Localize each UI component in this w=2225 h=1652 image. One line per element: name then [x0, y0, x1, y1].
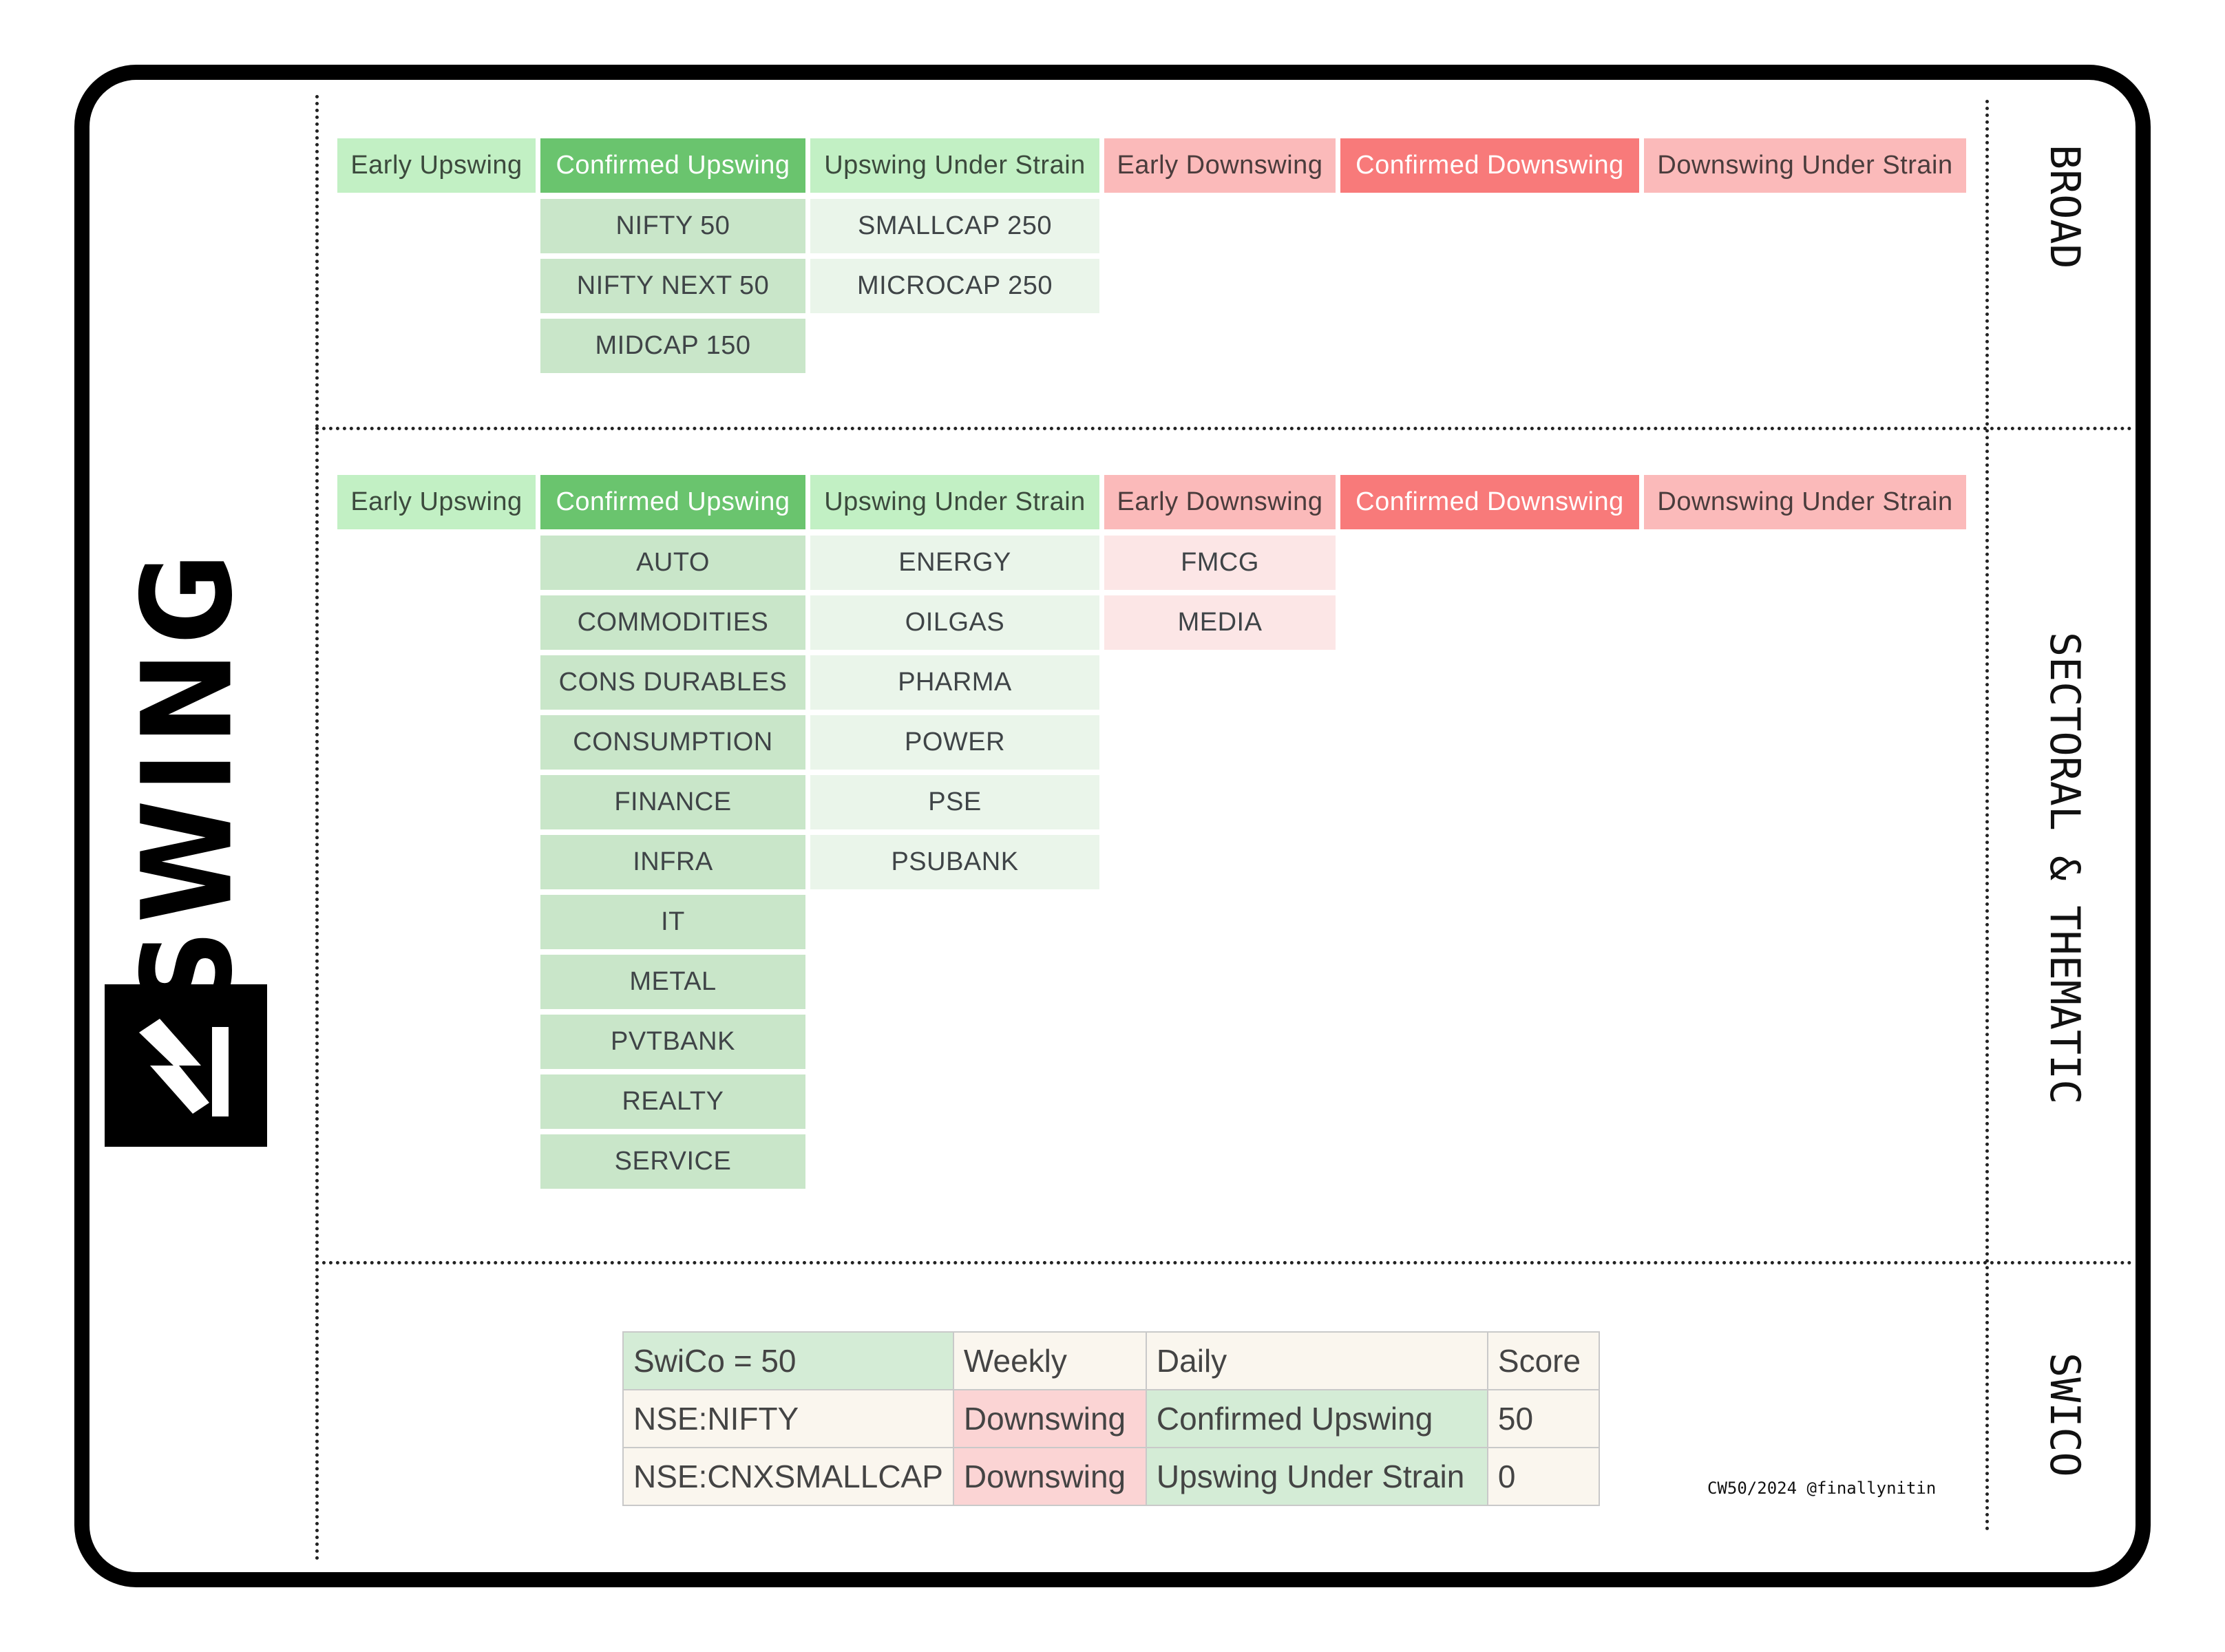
- broad-header-downswing-under-strain: Downswing Under Strain: [1644, 138, 1966, 193]
- table-cell: NSE:NIFTY: [622, 1389, 954, 1448]
- table-header-row: SwiCo = 50 Weekly Daily Score: [622, 1331, 1600, 1390]
- sectoral-cu-item: METAL: [540, 955, 805, 1009]
- table-row: NSE:NIFTY Downswing Confirmed Upswing 50: [622, 1389, 1600, 1448]
- sectoral-header-upswing-under-strain: Upswing Under Strain: [810, 475, 1099, 529]
- sectoral-cu-item: FINANCE: [540, 775, 805, 829]
- brand-title: SWING: [116, 546, 260, 1010]
- broad-cu-item: MIDCAP 150: [540, 319, 805, 373]
- broad-header-confirmed-downswing: Confirmed Downswing: [1340, 138, 1639, 193]
- sectoral-ed-item: FMCG: [1104, 536, 1336, 590]
- sectoral-us-item: PSUBANK: [810, 835, 1099, 889]
- table-cell: 50: [1486, 1389, 1600, 1448]
- section-label-broad: BROAD: [2041, 145, 2089, 269]
- section-label-swico: SWICO: [2041, 1353, 2089, 1477]
- sectoral-ed-item: MEDIA: [1104, 595, 1336, 650]
- table-cell: Upswing Under Strain: [1145, 1447, 1488, 1506]
- broad-divider: [315, 427, 2133, 430]
- broad-header-early-upswing: Early Upswing: [337, 138, 536, 193]
- sectoral-us-item: POWER: [810, 715, 1099, 770]
- broad-header-confirmed-upswing: Confirmed Upswing: [540, 138, 805, 193]
- broad-header-early-downswing: Early Downswing: [1104, 138, 1336, 193]
- sectoral-header-early-downswing: Early Downswing: [1104, 475, 1336, 529]
- sectoral-cu-item: COMMODITIES: [540, 595, 805, 650]
- table-cell: Downswing: [952, 1389, 1147, 1448]
- broad-header-upswing-under-strain: Upswing Under Strain: [810, 138, 1099, 193]
- sectoral-header-downswing-under-strain: Downswing Under Strain: [1644, 475, 1966, 529]
- sectoral-cu-item: CONS DURABLES: [540, 655, 805, 710]
- broad-us-item: SMALLCAP 250: [810, 199, 1099, 253]
- broad-cu-item: NIFTY NEXT 50: [540, 259, 805, 313]
- swico-table: SwiCo = 50 Weekly Daily Score NSE:NIFTY …: [622, 1331, 1600, 1506]
- brand-logo-icon: [105, 984, 267, 1147]
- broad-us-item: MICROCAP 250: [810, 259, 1099, 313]
- table-row: NSE:CNXSMALLCAP Downswing Upswing Under …: [622, 1447, 1600, 1506]
- sectoral-cu-item: SERVICE: [540, 1134, 805, 1189]
- sectoral-cu-item: REALTY: [540, 1074, 805, 1129]
- sectoral-divider: [315, 1261, 2133, 1264]
- table-cell: Weekly: [952, 1331, 1147, 1390]
- sectoral-header-confirmed-downswing: Confirmed Downswing: [1340, 475, 1639, 529]
- sectoral-cu-item: CONSUMPTION: [540, 715, 805, 770]
- left-divider: [315, 95, 319, 1561]
- table-cell: Downswing: [952, 1447, 1147, 1506]
- table-cell: Daily: [1145, 1331, 1488, 1390]
- sectoral-us-item: PSE: [810, 775, 1099, 829]
- table-cell: 0: [1486, 1447, 1600, 1506]
- table-cell: SwiCo = 50: [622, 1331, 954, 1390]
- sectoral-cu-item: IT: [540, 895, 805, 949]
- sectoral-us-item: ENERGY: [810, 536, 1099, 590]
- sectoral-cu-item: AUTO: [540, 536, 805, 590]
- sectoral-us-item: OILGAS: [810, 595, 1099, 650]
- table-cell: NSE:CNXSMALLCAP: [622, 1447, 954, 1506]
- sectoral-us-item: PHARMA: [810, 655, 1099, 710]
- broad-cu-item: NIFTY 50: [540, 199, 805, 253]
- section-label-sectoral: SECTORAL & THEMATIC: [2041, 632, 2089, 1105]
- sectoral-header-confirmed-upswing: Confirmed Upswing: [540, 475, 805, 529]
- sectoral-cu-item: INFRA: [540, 835, 805, 889]
- credit-text: CW50/2024 @finallynitin: [1707, 1479, 1937, 1498]
- table-cell: Confirmed Upswing: [1145, 1389, 1488, 1448]
- sectoral-header-early-upswing: Early Upswing: [337, 475, 536, 529]
- table-cell: Score: [1486, 1331, 1600, 1390]
- right-divider: [1985, 100, 1989, 1532]
- sectoral-cu-item: PVTBANK: [540, 1015, 805, 1069]
